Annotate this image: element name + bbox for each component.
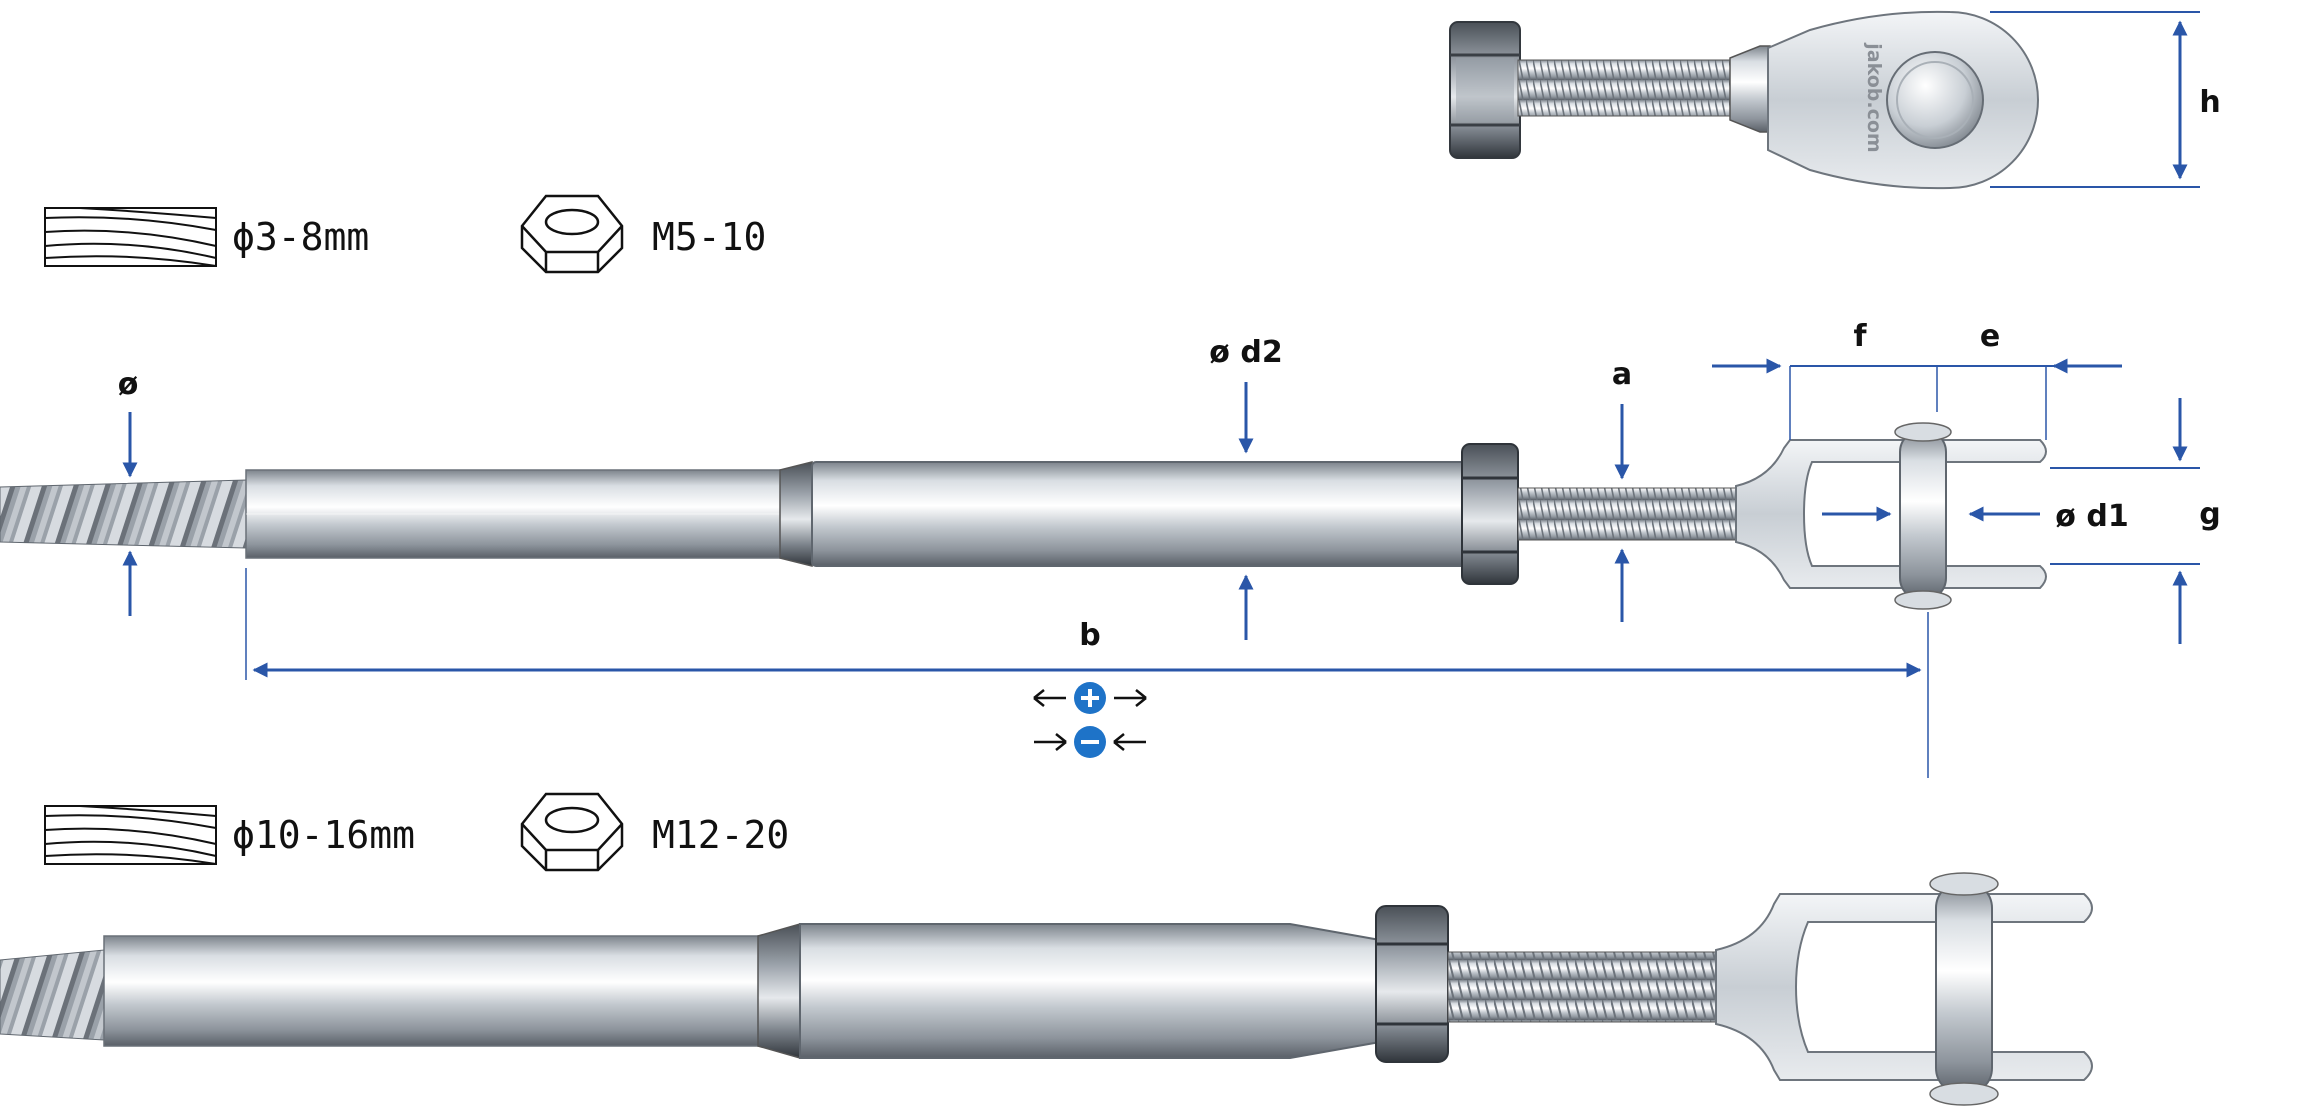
eye-collar xyxy=(1729,45,1771,133)
large-fork xyxy=(1715,872,2093,1106)
small-threaded-rod xyxy=(1517,487,1739,541)
large-threaded-rod xyxy=(1447,951,1719,1023)
small-lock-nut xyxy=(1461,443,1519,585)
h-label: h xyxy=(2199,85,2220,120)
shorten-minus-icon xyxy=(1034,726,1146,758)
small-fork xyxy=(1735,422,2047,610)
g-dimension: g xyxy=(2050,398,2221,644)
large-sleeve-transition xyxy=(757,923,801,1059)
d2-dimension: ø d2 xyxy=(1209,335,1283,640)
d2-label: ø d2 xyxy=(1209,335,1282,370)
lengthen-plus-icon xyxy=(1033,682,1147,714)
eye-terminal-product: jakob.com xyxy=(1449,10,2039,190)
small-variant-spec: ϕ3-8mm M5-10 xyxy=(44,194,766,274)
wire-rope-icon xyxy=(44,207,217,267)
eye-threaded-rod xyxy=(1517,59,1734,117)
g-label: g xyxy=(2199,497,2220,532)
large-wire-rope xyxy=(0,949,105,1041)
large-wire-spec: ϕ10-16mm xyxy=(232,813,415,857)
b-label: b xyxy=(1079,618,1100,653)
e-label: e xyxy=(1980,319,2000,354)
large-body-tube xyxy=(799,923,1381,1059)
d1-label: ø d1 xyxy=(2055,499,2128,534)
d1-dimension: ø d1 xyxy=(1822,499,2129,534)
wire-rope-icon xyxy=(44,805,217,865)
hex-nut-icon xyxy=(520,792,624,872)
small-thread-spec: M5-10 xyxy=(652,215,766,259)
large-turnbuckle xyxy=(0,872,2093,1106)
f-e-dimension: f e xyxy=(1712,319,2122,440)
small-turnbuckle xyxy=(0,422,2047,610)
b-dimension: b xyxy=(245,568,1929,778)
eye-pin-boss xyxy=(1886,51,1984,149)
small-wire-rope xyxy=(0,479,247,549)
eye-watermark: jakob.com xyxy=(1863,42,1885,152)
small-body-tube xyxy=(811,461,1469,567)
hex-nut-icon xyxy=(520,194,624,274)
f-label: f xyxy=(1853,319,1867,354)
a-label: a xyxy=(1612,357,1632,392)
diameter-dimension: ø xyxy=(118,367,139,616)
small-sleeve-transition xyxy=(779,461,813,567)
eye-hex-nut xyxy=(1449,21,1521,159)
small-wire-spec: ϕ3-8mm xyxy=(232,215,369,259)
h-dimension: h xyxy=(1990,11,2221,188)
large-thread-spec: M12-20 xyxy=(652,813,789,857)
large-lock-nut xyxy=(1375,905,1449,1063)
large-variant-spec: ϕ10-16mm M12-20 xyxy=(44,792,789,872)
a-dimension: a xyxy=(1612,357,1632,622)
diameter-label: ø xyxy=(118,367,139,402)
large-swage-sleeve xyxy=(103,935,765,1047)
